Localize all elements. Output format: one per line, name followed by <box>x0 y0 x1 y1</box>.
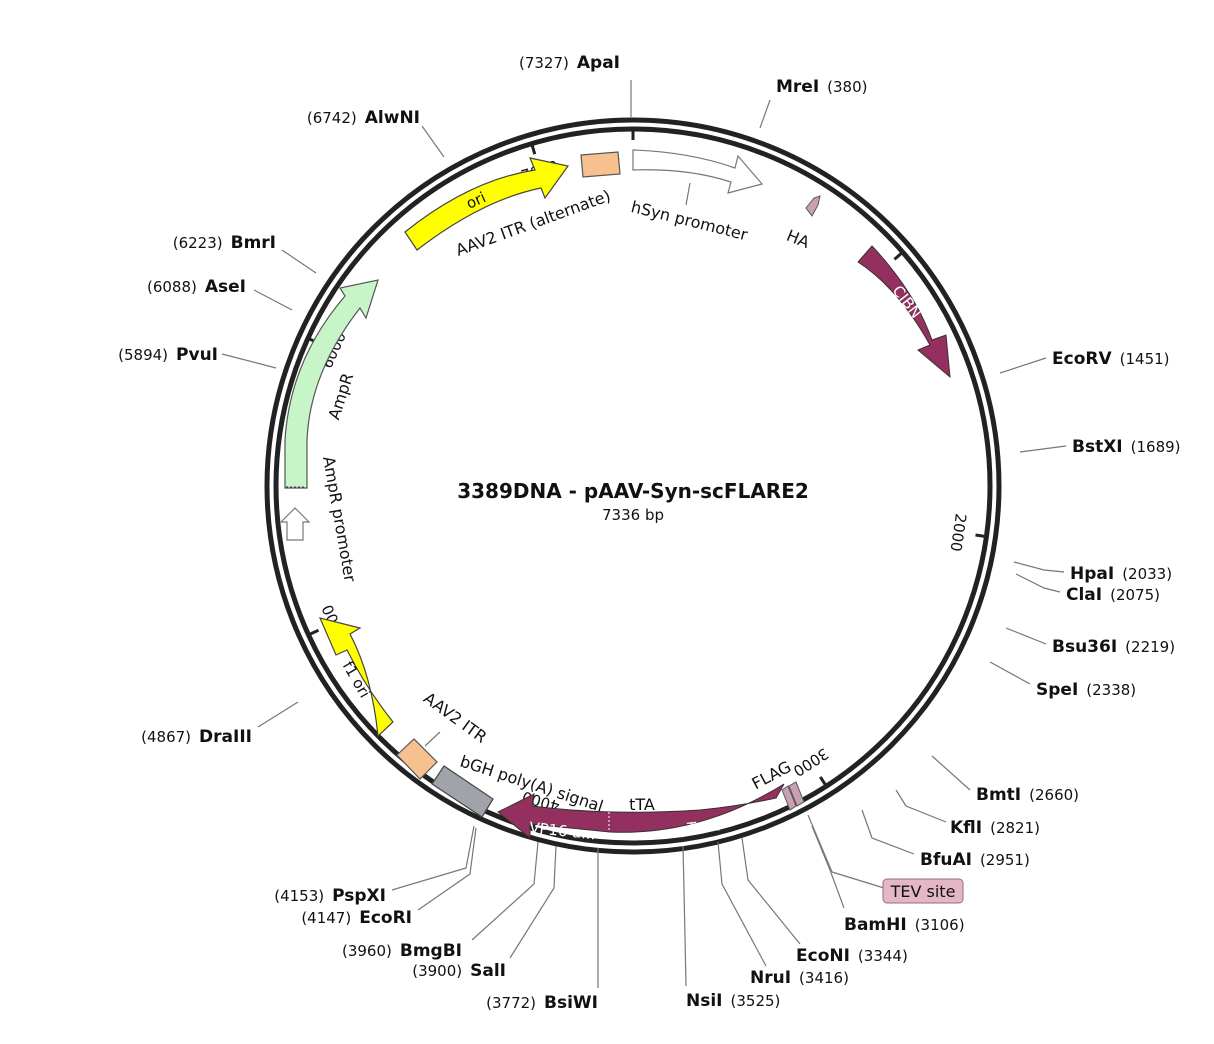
site-bfuai[interactable]: BfuAI(2951) <box>920 850 1030 870</box>
backbone-outer-ring <box>264 117 1002 855</box>
tta-cds-arrow[interactable] <box>497 783 785 840</box>
tev-site-badge[interactable] <box>882 878 964 904</box>
tick-mark-2000 <box>975 533 987 539</box>
tick-label-3000: 3000 <box>790 744 832 780</box>
f1-ori-arrow[interactable] <box>318 617 394 738</box>
site-apai[interactable]: (7327)ApaI <box>519 53 620 73</box>
site-ecorv[interactable]: EcoRV(1451) <box>1052 349 1170 369</box>
ha-label: HA <box>784 226 812 252</box>
site-asei[interactable]: (6088)AseI <box>147 277 246 297</box>
aav2-itr-alternate-box[interactable] <box>580 151 621 178</box>
tick-label-2000: 2000 <box>947 512 970 552</box>
tta-label: tTA <box>629 795 655 814</box>
site-spei[interactable]: SpeI(2338) <box>1036 680 1136 700</box>
site-bstxi[interactable]: BstXI(1689) <box>1072 437 1181 457</box>
flag-tag-marker-2[interactable] <box>788 781 805 807</box>
cibn-cds-arrow[interactable] <box>857 245 951 379</box>
site-draiii[interactable]: (4867)DraIII <box>141 727 252 747</box>
tick-mark-5000 <box>307 628 320 637</box>
ampr-cds-arrow[interactable] <box>284 279 379 489</box>
tick-mark-7000 <box>530 143 537 155</box>
hsyn-promoter-label: hSyn promoter <box>629 197 750 244</box>
ampr-label: AmpR <box>324 371 357 422</box>
site-bmri[interactable]: (6223)BmrI <box>173 233 276 253</box>
site-clai[interactable]: ClaI(2075) <box>1066 585 1160 605</box>
site-sali[interactable]: (3900)SalI <box>412 961 506 981</box>
site-nrui[interactable]: NruI(3416) <box>750 968 849 988</box>
aav2-itr-box[interactable] <box>396 738 438 780</box>
site-bsu36i[interactable]: Bsu36I(2219) <box>1052 637 1175 657</box>
tick-mark-1000 <box>893 250 904 261</box>
site-ecori[interactable]: (4147)EcoRI <box>301 908 412 928</box>
hsyn-promoter-arrow[interactable] <box>632 149 764 194</box>
site-kfli[interactable]: KflI(2821) <box>950 818 1040 838</box>
ampr-promoter-label: AmpR promoter <box>319 455 360 584</box>
site-bmti[interactable]: BmtI(2660) <box>976 785 1079 805</box>
site-bsiwi[interactable]: (3772)BsiWI <box>486 993 598 1013</box>
site-pspxi[interactable]: (4153)PspXI <box>274 886 386 906</box>
site-econi[interactable]: EcoNI(3344) <box>796 946 908 966</box>
site-hpai[interactable]: HpaI(2033) <box>1070 564 1172 584</box>
plasmid-title: 3389DNA - pAAV-Syn-scFLARE2 <box>457 479 809 503</box>
site-nsii[interactable]: NsiI(3525) <box>686 991 780 1011</box>
aav2-itr-label: AAV2 ITR <box>420 688 490 746</box>
site-pvui[interactable]: (5894)PvuI <box>118 345 218 365</box>
tetr-label: TetR <box>686 816 721 837</box>
tick-mark-3000 <box>819 776 828 787</box>
site-bmgbi[interactable]: (3960)BmgBI <box>342 941 462 961</box>
site-alwni[interactable]: (6742)AlwNI <box>307 108 420 128</box>
site-bamhi[interactable]: BamHI(3106) <box>844 915 965 935</box>
ampr-promoter-arrow[interactable] <box>279 507 311 541</box>
site-mrei[interactable]: MreI(380) <box>776 77 868 97</box>
ha-tag-marker[interactable] <box>805 195 821 217</box>
tev-site-label: TEV site <box>890 882 956 901</box>
ori-feature-arrow[interactable] <box>404 157 570 251</box>
flag-tag-marker[interactable] <box>781 785 797 811</box>
bgh-polya-box[interactable] <box>431 765 494 818</box>
plasmid-length: 7336 bp <box>602 506 664 524</box>
